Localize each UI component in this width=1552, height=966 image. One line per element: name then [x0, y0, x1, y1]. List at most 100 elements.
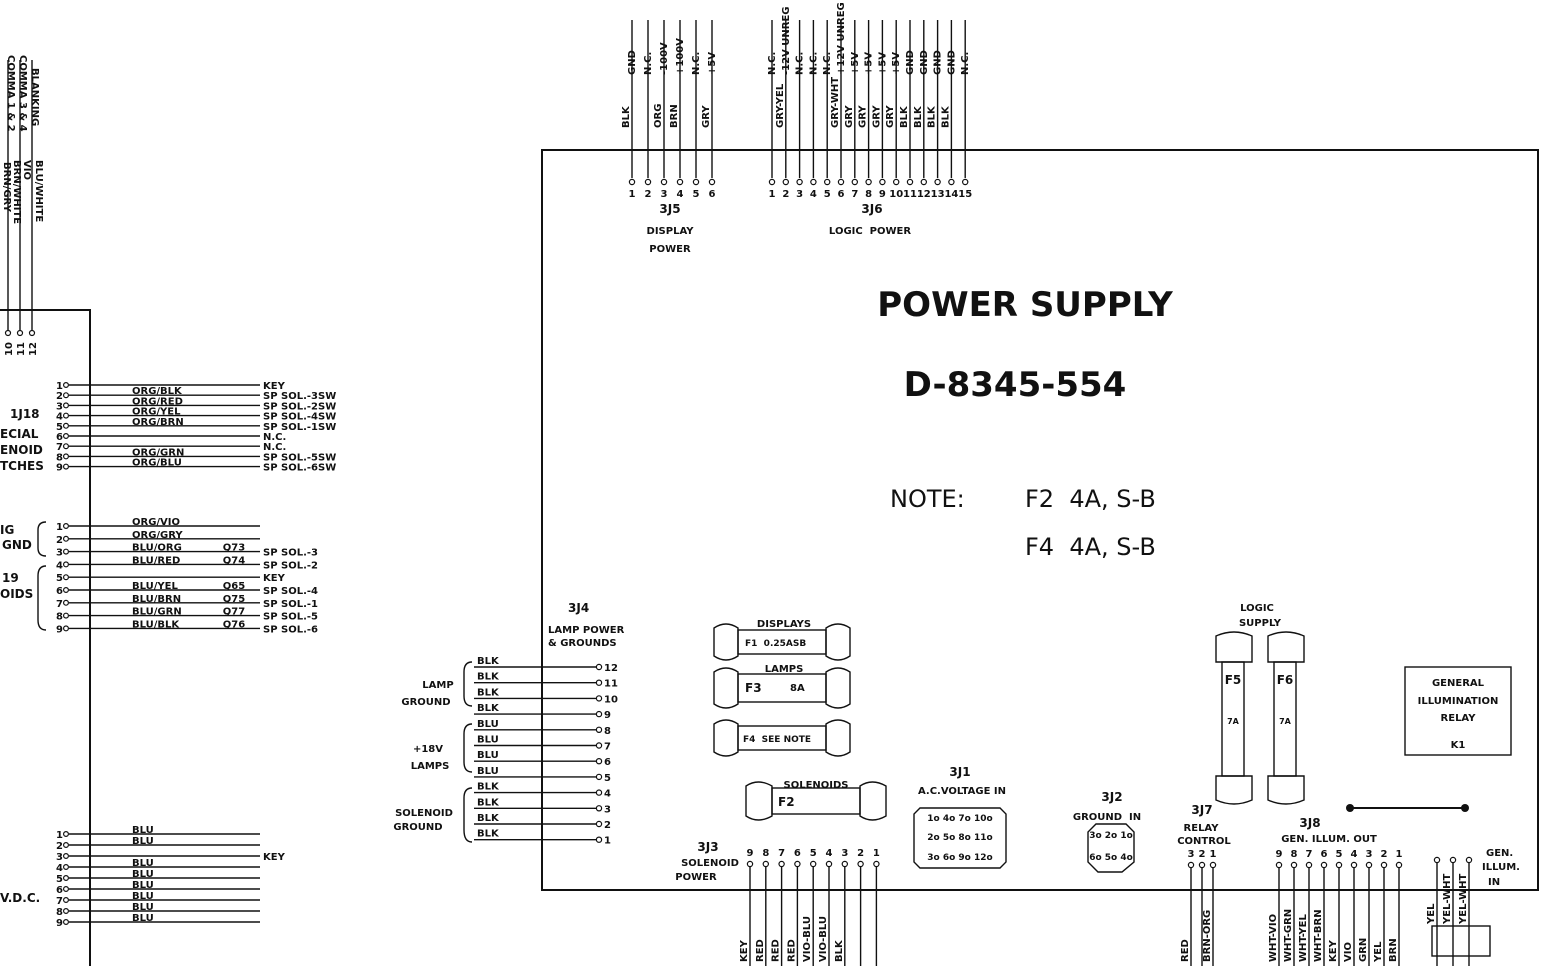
- j4-pin-label-1: 1: [604, 836, 611, 847]
- j2-name: 3J2: [1101, 790, 1122, 804]
- power-supply-board: [541, 149, 1539, 891]
- g-j8-wire-color-8: WHT-GRN: [1283, 909, 1294, 962]
- g-j3-pin-9: [746, 860, 754, 868]
- j5-name: 3J5: [659, 202, 680, 216]
- g-j6-pin-12: [920, 178, 928, 186]
- g-j19-pin-label-6: 6: [56, 586, 63, 597]
- j18-caption-3: TCHES: [0, 459, 44, 473]
- g-j3-wire-color-3: BLK: [834, 939, 845, 962]
- g-j7-pin-1: [1209, 861, 1217, 869]
- g-j7-wire-color-3: RED: [1180, 939, 1191, 962]
- g-j19-pin-label-8: 8: [56, 612, 63, 623]
- j4-wire-color-1: BLK: [477, 829, 500, 840]
- g-j19-pin-9: [62, 625, 69, 632]
- left-top-wire-color-3: BRN/WHITE: [11, 160, 22, 224]
- g-jb-pin-1: [62, 830, 69, 837]
- g-j8-pin-label-7: 7: [1306, 849, 1313, 860]
- g-j18-wire-color-2: ORG/BLK: [132, 386, 183, 397]
- g-jb-pin-5: [62, 874, 69, 881]
- g-j5-pin-5: [692, 178, 700, 186]
- j4-group-solenoid: SOLENOID: [395, 808, 453, 819]
- left-top-pin-label-3: 12: [28, 342, 39, 356]
- j4-group-sol-ground: GROUND: [393, 822, 442, 833]
- board-title: POWER SUPPLY: [877, 285, 1173, 325]
- g-j5-wire-color-6: GRY: [701, 105, 712, 128]
- g-j19-pin-label-7: 7: [56, 599, 63, 610]
- g-j3-pin-2: [857, 860, 864, 868]
- j19-caption-3: 19: [2, 571, 19, 585]
- g-j7-pin-label-1: 1: [1210, 849, 1217, 860]
- g-j8-wire-color-3: GRN: [1358, 938, 1369, 962]
- j2-caption: GROUND IN: [1073, 812, 1141, 823]
- j7-caption-2: CONTROL: [1177, 836, 1231, 847]
- g-j3-pin-5: [810, 860, 817, 868]
- g-j19-pin-label-4: 4: [56, 560, 63, 571]
- g-j8-pin-9: [1275, 861, 1283, 869]
- g-j18-pin-4: [62, 412, 69, 419]
- g-j6-wire-color-11: BLK: [899, 105, 910, 128]
- g-j18-pin-2: [62, 392, 69, 399]
- g-j3-pin-label-2: 2: [857, 848, 864, 859]
- j19-caption-2: GND: [2, 538, 32, 552]
- g-j19-transistor-9: Q76: [223, 619, 245, 630]
- g-j6-pin-label-1: 1: [769, 189, 776, 200]
- g-j18-pin-label-8: 8: [56, 452, 63, 463]
- g-j6-pin-7: [851, 178, 859, 186]
- g-j19-wire-color-3: BLU/ORG: [132, 543, 182, 554]
- g-j18-label-9: SP SOL.-6SW: [263, 463, 336, 474]
- g-j8-pin-label-5: 5: [1336, 849, 1343, 860]
- g-j6-wire-color-12: BLK: [913, 105, 924, 128]
- g-j19-pin-label-2: 2: [56, 535, 63, 546]
- j4-pin-label-6: 6: [604, 757, 611, 768]
- j1-connector-body: [913, 807, 1007, 869]
- g-j19-pin-4: [62, 561, 69, 568]
- g-jb-wire-color-5: BLU: [132, 869, 154, 880]
- g-j6-pin-4: [810, 178, 817, 186]
- g-j19-label-4: SP SOL.-2: [263, 560, 318, 571]
- g-j18-label-4: SP SOL.-4SW: [263, 412, 336, 423]
- g-j5-signal-1: GND: [627, 50, 638, 75]
- left-top-pin-1: [4, 329, 12, 337]
- g-j6-pin-3: [796, 178, 803, 186]
- g-j6-pin-1: [768, 178, 776, 186]
- g-jb-pin-label-4: 4: [56, 863, 63, 874]
- g-j5-pin-4: [676, 178, 684, 186]
- j6-name: 3J6: [861, 202, 882, 216]
- g-j3-pin-6: [794, 860, 801, 868]
- g-j18-wire-color-8: ORG/GRN: [132, 447, 184, 458]
- connector-3j6: 1N.C.2-12V UNREGGRY-YEL3N.C.4N.C.5N.C.6+…: [767, 2, 972, 200]
- g-j19-transistor-3: Q73: [223, 543, 245, 554]
- j4-pin-label-2: 2: [604, 820, 611, 831]
- g-j18-pin-1: [62, 382, 69, 389]
- g-j6-wire-color-13: BLK: [927, 105, 938, 128]
- g-j19-transistor-6: Q65: [223, 581, 245, 592]
- fuse-f4-label: F4 SEE NOTE: [743, 735, 811, 745]
- connector-3j4: 12BLK11BLK10BLK9BLK8BLU7BLU6BLU5BLU4BLK3…: [474, 656, 618, 847]
- g-j8-pin-2: [1380, 861, 1388, 869]
- j7-caption-1: RELAY: [1184, 823, 1220, 834]
- g-j6-pin-label-3: 3: [796, 189, 803, 200]
- g-j6-pin-11: [906, 178, 914, 186]
- j19-brace-bottom: [37, 565, 47, 631]
- j19-caption-4: OIDS: [0, 587, 33, 601]
- g-j8-wire-color-9: WHT-VIO: [1268, 914, 1279, 962]
- g-jb-label-3: KEY: [263, 852, 286, 863]
- g-j8-pin-label-8: 8: [1291, 849, 1298, 860]
- g-j19-pin-3: [62, 548, 69, 555]
- g-j5-wire-color-1: BLK: [621, 105, 632, 128]
- g-j18-label-2: SP SOL.-3SW: [263, 391, 336, 402]
- j4-pin-label-12: 12: [604, 663, 618, 674]
- g-j6-pin-label-9: 9: [879, 189, 886, 200]
- g-j18-pin-label-7: 7: [56, 442, 63, 453]
- g-jb-pin-4: [62, 863, 69, 870]
- g-j18-pin-5: [62, 422, 69, 429]
- gen-illum-pin-3: [1465, 856, 1473, 864]
- left-top-pin-2: [16, 329, 24, 337]
- left-top-pin-3: [28, 329, 36, 337]
- logic-supply-label-1: LOGIC: [1240, 603, 1274, 614]
- j4-wire-color-8: BLU: [477, 719, 499, 730]
- g-j6-pin-label-4: 4: [810, 189, 817, 200]
- g-jb-pin-8: [62, 907, 69, 914]
